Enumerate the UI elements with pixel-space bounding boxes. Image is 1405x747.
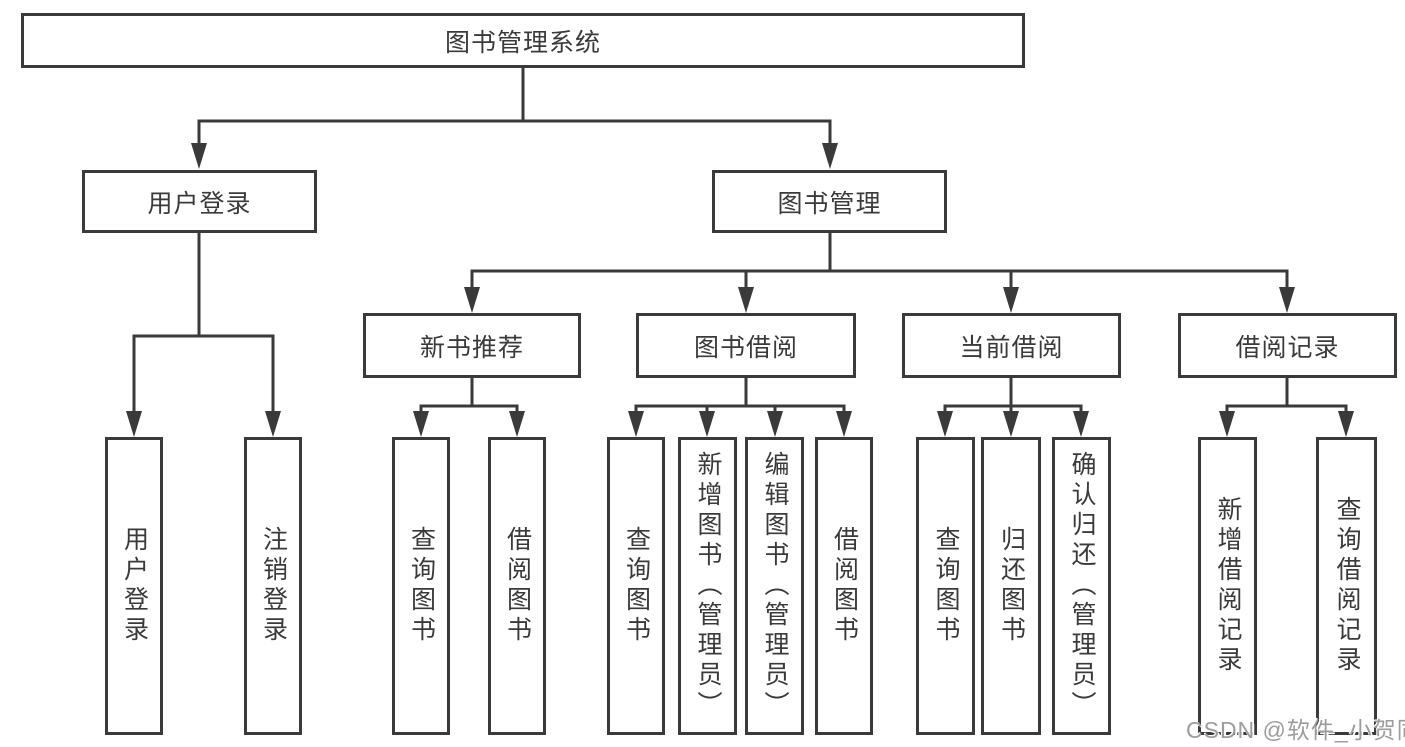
node-new-book-recommend-label: 新书推荐 [419,333,524,362]
leaf-query-books-current-label: 查询图书 [932,526,960,646]
leaf-user-login-label: 用户登录 [120,526,149,646]
leaf-return-books: 归还图书 [981,437,1041,735]
leaf-return-books-label: 归还图书 [997,526,1026,646]
node-current-borrow: 当前借阅 [902,313,1121,378]
node-current-borrow-label: 当前借阅 [959,333,1064,362]
leaf-borrow-books: 借阅图书 [815,437,873,735]
leaf-logout-label: 注销登录 [259,526,288,646]
leaf-borrow-books-recommend-label: 借阅图书 [503,526,532,646]
leaf-query-books-recommend-label: 查询图书 [407,526,436,646]
leaf-add-books-admin: 新增图书（管理员） [678,437,737,735]
connector-paths [132,66,1348,415]
node-new-book-recommend: 新书推荐 [363,313,581,378]
leaf-confirm-return-admin-label: 确认归还（管理员） [1068,451,1096,721]
node-user-login: 用户登录 [82,170,317,233]
node-book-management: 图书管理 [712,170,947,233]
node-borrow-records-label: 借阅记录 [1235,333,1340,362]
leaf-query-books-borrow-label: 查询图书 [622,526,651,646]
leaf-add-books-admin-label: 新增图书（管理员） [694,451,722,721]
leaf-query-books-borrow: 查询图书 [607,437,665,735]
leaf-borrow-books-recommend: 借阅图书 [488,437,546,735]
leaf-edit-books-admin-label: 编辑图书（管理员） [761,451,789,721]
leaf-query-books-recommend: 查询图书 [392,437,450,735]
leaf-add-borrow-record: 新增借阅记录 [1198,437,1257,735]
node-book-borrow: 图书借阅 [636,313,856,378]
node-root-system: 图书管理系统 [21,13,1025,68]
leaf-query-books-current: 查询图书 [916,437,975,735]
leaf-query-borrow-record-label: 查询借阅记录 [1333,496,1361,676]
leaf-query-borrow-record: 查询借阅记录 [1316,437,1377,735]
leaf-user-login: 用户登录 [105,437,163,735]
node-user-login-label: 用户登录 [147,189,252,218]
node-borrow-records: 借阅记录 [1178,313,1397,378]
leaf-borrow-books-label: 借阅图书 [830,526,859,646]
leaf-confirm-return-admin: 确认归还（管理员） [1052,437,1111,735]
leaf-logout: 注销登录 [244,437,302,735]
watermark: CSDN @软件_小贺同学 [1186,717,1405,743]
leaf-edit-books-admin: 编辑图书（管理员） [745,437,804,735]
node-book-borrow-label: 图书借阅 [693,333,798,362]
arrowheads [126,143,1354,437]
node-root-system-label: 图书管理系统 [444,28,601,57]
node-book-management-label: 图书管理 [777,189,882,218]
leaf-add-borrow-record-label: 新增借阅记录 [1214,496,1242,676]
